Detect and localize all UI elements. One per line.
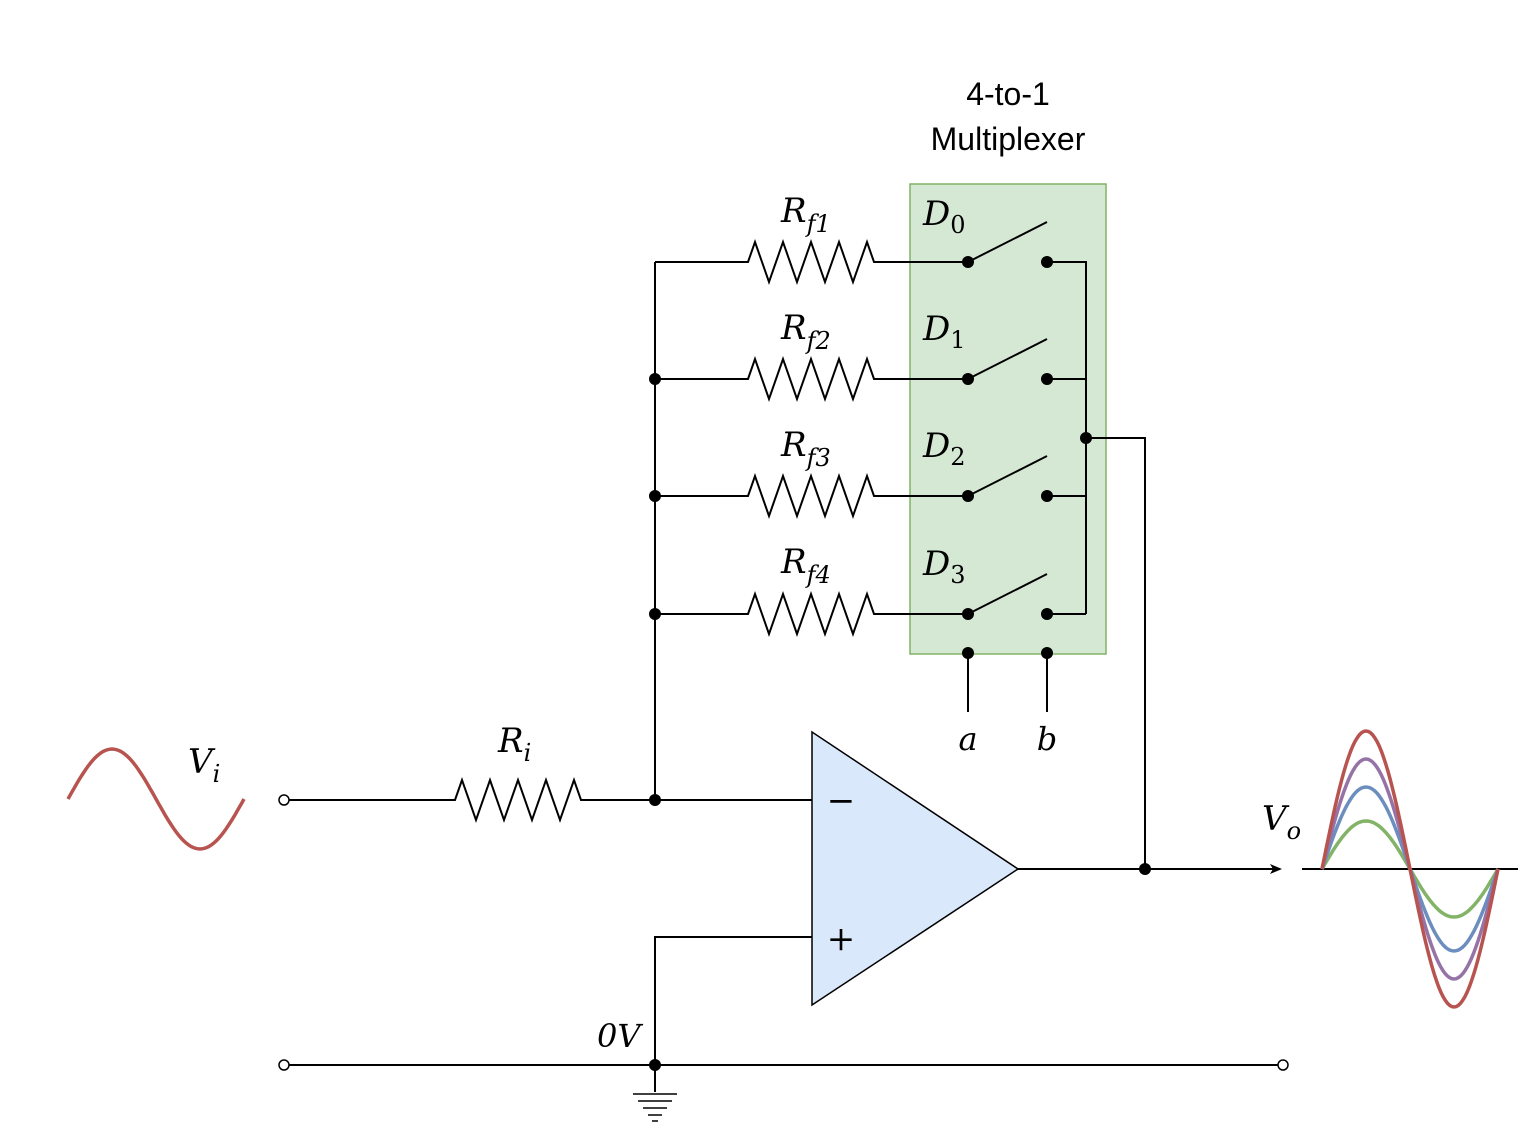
noninverting-wire [654,936,812,1065]
label-select-a: a [958,720,977,758]
feedback-row-3 [655,455,1086,520]
label-d1: D1 [922,309,966,354]
label-ri: Ri [497,721,531,767]
label-vo: Vo [1262,799,1301,845]
switch-blade-3 [967,455,1048,497]
ground-terminal-left [278,1059,290,1071]
label-select-b: b [1037,720,1057,758]
label-rf2: Rf2 [780,308,831,355]
input-resistor-wire [289,776,812,824]
label-vi: Vi [188,742,220,788]
switch-blade-2 [967,338,1048,380]
op-amp-triangle [811,730,1020,1007]
label-rf1: Rf1 [780,191,831,238]
input-waveform [66,747,246,851]
input-terminal [278,794,290,806]
feedback-row-2 [655,338,1086,403]
switch-blade-4 [967,573,1048,615]
output-waveforms [1320,729,1500,1009]
junction-dots [649,256,1151,1071]
label-d0: D0 [922,194,966,239]
op-amp-minus: − [827,781,856,821]
switch-blade-1 [967,221,1048,263]
mux-title-line2: Multiplexer [931,121,1086,157]
feedback-row-4 [655,573,1086,638]
ground-terminal-right [1277,1059,1289,1071]
label-d2: D2 [922,426,966,471]
label-rf4: Rf4 [780,542,831,589]
output-waveform-4 [1320,729,1500,1009]
feedback-rows [655,221,1087,638]
mux-output-wire [1086,437,1146,869]
mux-title-line1: 4-to-1 [966,76,1050,112]
label-d3: D3 [922,544,966,589]
ground-icon [633,1065,677,1122]
label-ground-voltage: 0V [597,1017,643,1055]
label-rf3: Rf3 [780,425,831,472]
op-amp-plus: + [827,919,856,959]
